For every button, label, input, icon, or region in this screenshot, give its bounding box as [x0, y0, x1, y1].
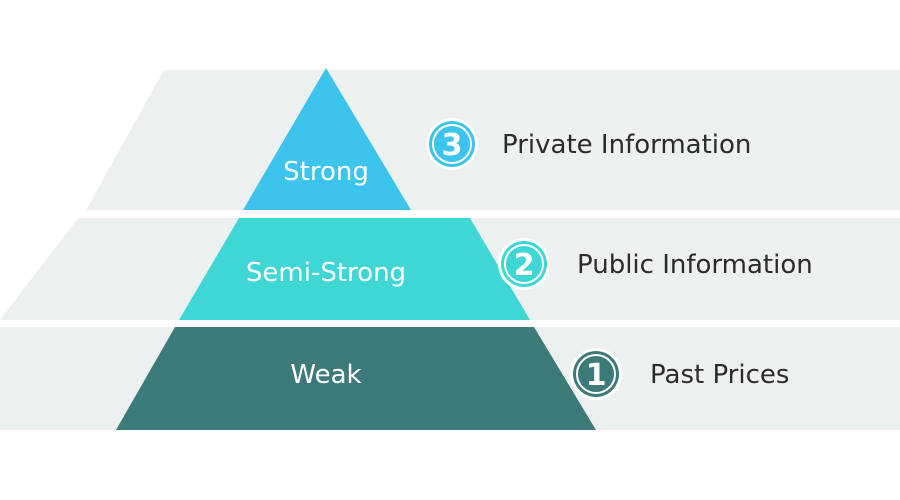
info-label-past-prices: Past Prices: [650, 360, 789, 390]
badge-2-number: 2: [514, 248, 535, 283]
info-label-public-information: Public Information: [577, 250, 813, 280]
pyramid-tier-strong: [243, 68, 411, 210]
badge-3: 3: [426, 118, 478, 170]
tier-label-strong: Strong: [283, 157, 369, 187]
badge-2-inner-ring: [504, 244, 544, 284]
badge-3-inner-ring: [432, 124, 472, 164]
badge-1-circle: [573, 351, 619, 397]
badge-2: 2: [498, 238, 550, 290]
pyramid-tier-weak: [116, 327, 596, 430]
badge-1: 1: [570, 348, 622, 400]
tier-label-semi-strong: Semi-Strong: [246, 258, 406, 288]
badge-1-inner-ring: [576, 354, 616, 394]
info-label-private-information: Private Information: [502, 130, 751, 160]
tier-label-weak: Weak: [290, 360, 361, 390]
band-strong: [86, 70, 900, 210]
pyramid-tier-semi-strong: [179, 218, 530, 320]
badge-2-circle: [501, 241, 547, 287]
badge-1-number: 1: [586, 358, 607, 393]
badge-3-number: 3: [442, 128, 463, 163]
badge-3-circle: [429, 121, 475, 167]
